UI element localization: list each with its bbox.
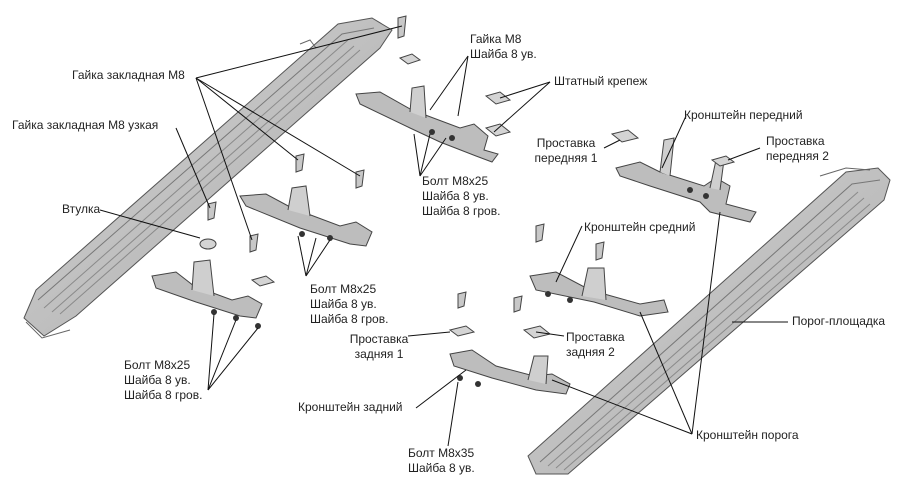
label-nut-m8: Гайка М8 xyxy=(470,32,522,46)
spacers xyxy=(199,53,736,339)
label-insert-nut: Гайка закладная М8 xyxy=(72,68,185,82)
label-front-bracket: Кронштейн передний xyxy=(684,108,803,122)
label-rear-spacer-1: Проставка задняя 1 xyxy=(346,332,412,362)
label-sill-bracket: Кронштейн порога xyxy=(696,428,799,442)
label-bolt-mid: Болт М8х25 Шайба 8 ув. Шайба 8 гров. xyxy=(310,282,388,327)
label-bolt-m8x35: Болт М8х35 Шайба 8 ув. xyxy=(408,446,475,476)
label-running-board: Порог-площадка xyxy=(792,314,886,328)
middle-bracket-right xyxy=(529,267,669,317)
rear-bracket xyxy=(449,349,571,395)
label-rear-spacer-2-line2: задняя 2 xyxy=(566,345,615,359)
label-front-spacer-1-line2: передняя 1 xyxy=(534,151,598,165)
label-rear-spacer-1-line1: Проставка xyxy=(349,332,409,346)
middle-bracket-left xyxy=(239,185,373,247)
label-bolt-center-line1: Болт М8х25 xyxy=(422,174,489,188)
label-rear-spacer-1-line2: задняя 1 xyxy=(354,347,404,361)
leader-lines xyxy=(99,25,788,447)
label-rear-bracket: Кронштейн задний xyxy=(298,400,403,414)
label-standard-fasteners: Штатный крепеж xyxy=(554,74,648,88)
left-running-board xyxy=(23,17,393,339)
label-bolt-mid-line3: Шайба 8 гров. xyxy=(310,312,389,326)
label-bolt-left: Болт М8х25 Шайба 8 ув. Шайба 8 гров. xyxy=(124,358,202,403)
label-bolt-left-line3: Шайба 8 гров. xyxy=(124,388,203,402)
label-bolt-m8x35-line2: Шайба 8 ув. xyxy=(408,461,475,475)
label-rear-spacer-2-line1: Проставка xyxy=(566,330,625,344)
label-rear-spacer-2: Проставка задняя 2 xyxy=(566,330,625,360)
insert-nuts xyxy=(207,15,605,313)
label-bolt-m8x35-line1: Болт М8х35 xyxy=(408,446,475,460)
label-bushing: Втулка xyxy=(62,202,101,216)
label-bolt-left-line2: Шайба 8 ув. xyxy=(124,373,191,387)
label-front-spacer-2: Проставка передняя 2 xyxy=(766,134,829,164)
front-bracket xyxy=(615,137,757,223)
label-front-spacer-2-line1: Проставка xyxy=(766,134,825,148)
label-middle-bracket: Кронштейн средний xyxy=(584,220,696,234)
label-washer-top: Шайба 8 ув. xyxy=(470,47,537,61)
center-top-bracket xyxy=(355,85,499,163)
right-running-board xyxy=(527,167,891,475)
label-bolt-center: Болт М8х25 Шайба 8 ув. Шайба 8 гров. xyxy=(422,174,500,219)
label-bolt-mid-line1: Болт М8х25 xyxy=(310,282,377,296)
label-bolt-center-line3: Шайба 8 гров. xyxy=(422,204,501,218)
left-bracket xyxy=(151,259,263,329)
label-bolt-left-line1: Болт М8х25 xyxy=(124,358,191,372)
label-front-spacer-1-line1: Проставка xyxy=(536,136,596,150)
label-front-spacer-1: Проставка передняя 1 xyxy=(528,136,604,166)
label-bolt-mid-line2: Шайба 8 ув. xyxy=(310,297,377,311)
label-insert-nut-narrow: Гайка закладная М8 узкая xyxy=(12,118,159,132)
label-bolt-center-line2: Шайба 8 ув. xyxy=(422,189,489,203)
label-front-spacer-2-line2: передняя 2 xyxy=(766,149,829,163)
